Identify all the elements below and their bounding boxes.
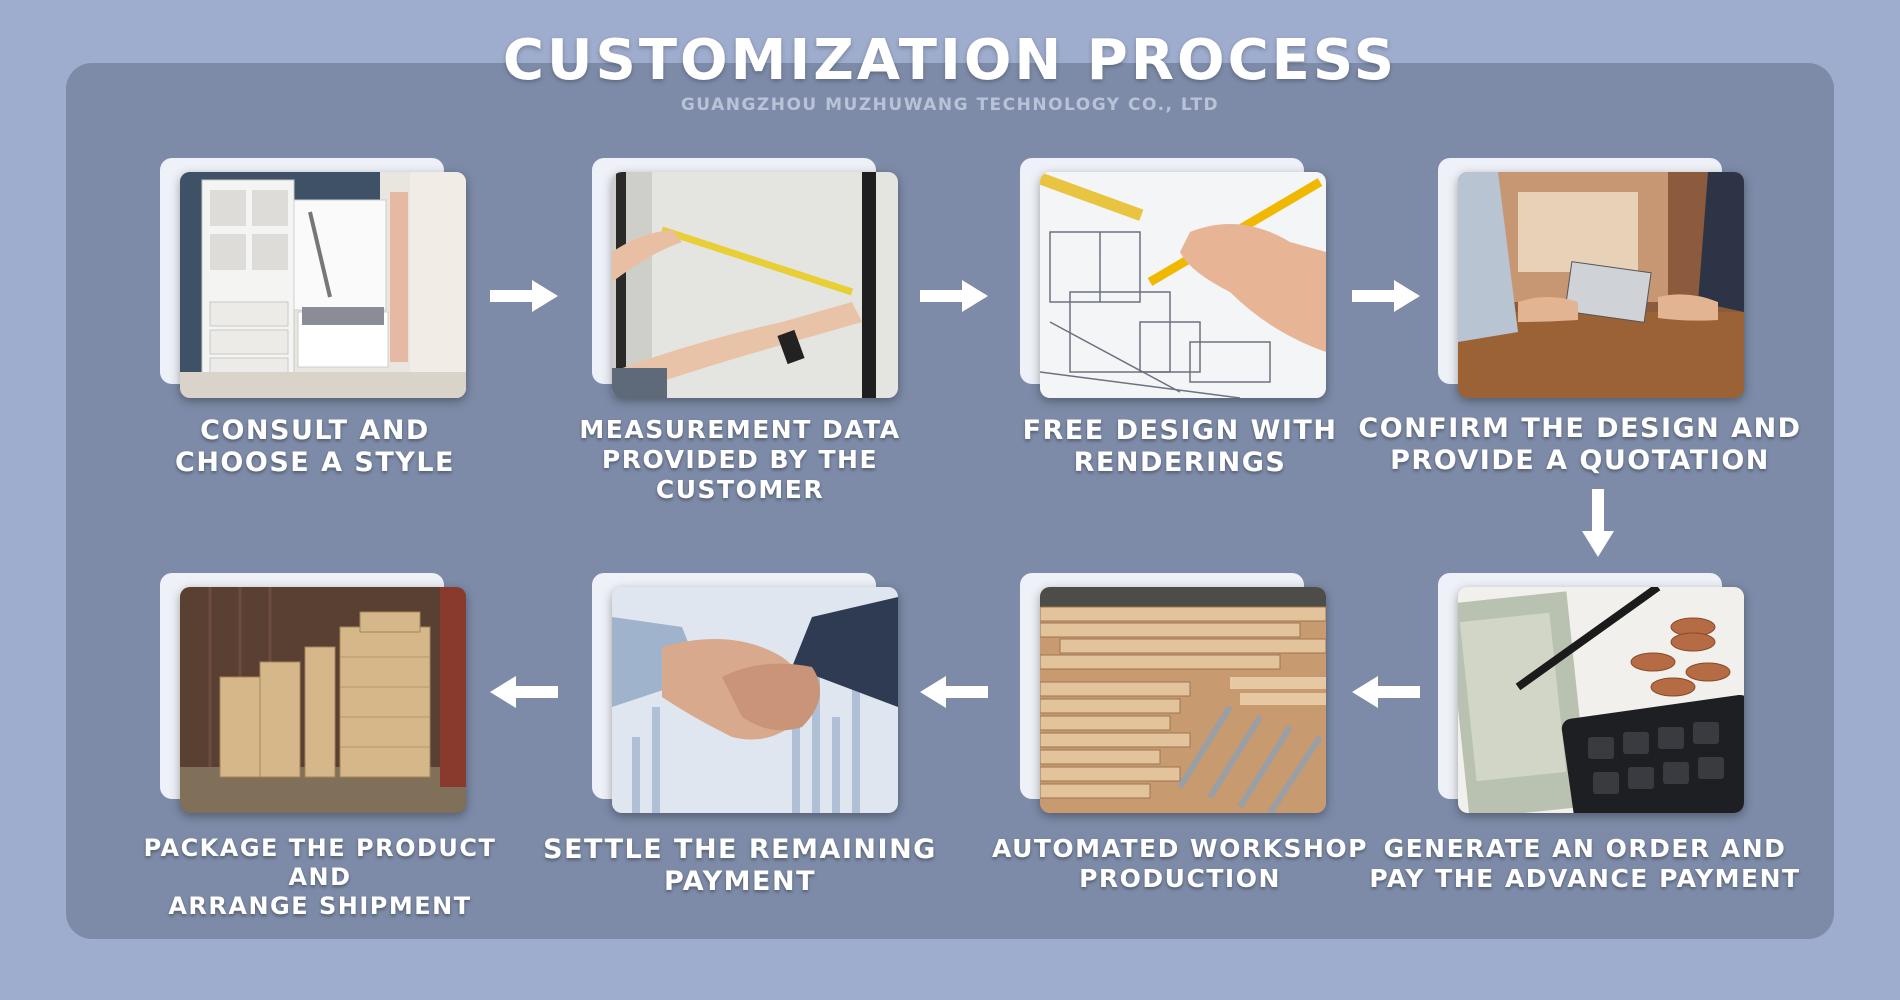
step-5-card (1438, 573, 1744, 813)
arrow-left-icon (920, 676, 988, 708)
step-4-card (1438, 158, 1744, 398)
handshake-photo (612, 587, 898, 813)
tape-measure-photo (612, 172, 898, 398)
packed-boxes-container-photo (180, 587, 466, 813)
company-subtitle: GUANGZHOU MUZHUWANG TECHNOLOGY CO., LTD (680, 95, 1220, 115)
drawing-plans-photo (1040, 172, 1326, 398)
step-7-card (592, 573, 898, 813)
step-8-card (160, 573, 466, 813)
business-meeting-tablet-photo (1458, 172, 1744, 398)
wall-bed-room-photo (180, 172, 466, 398)
step-2-card (592, 158, 898, 398)
arrow-right-icon (920, 280, 988, 312)
step-3-card (1020, 158, 1326, 398)
step-6-card (1020, 573, 1326, 813)
arrow-left-icon (490, 676, 558, 708)
money-calculator-photo (1458, 587, 1744, 813)
step-1-card (160, 158, 466, 398)
arrow-right-icon (490, 280, 558, 312)
arrow-down-icon (1582, 489, 1614, 557)
wood-panels-workshop-photo (1040, 587, 1326, 813)
page-title: CUSTOMIZATION PROCESS (502, 28, 1398, 93)
arrow-right-icon (1352, 280, 1420, 312)
arrow-left-icon (1352, 676, 1420, 708)
